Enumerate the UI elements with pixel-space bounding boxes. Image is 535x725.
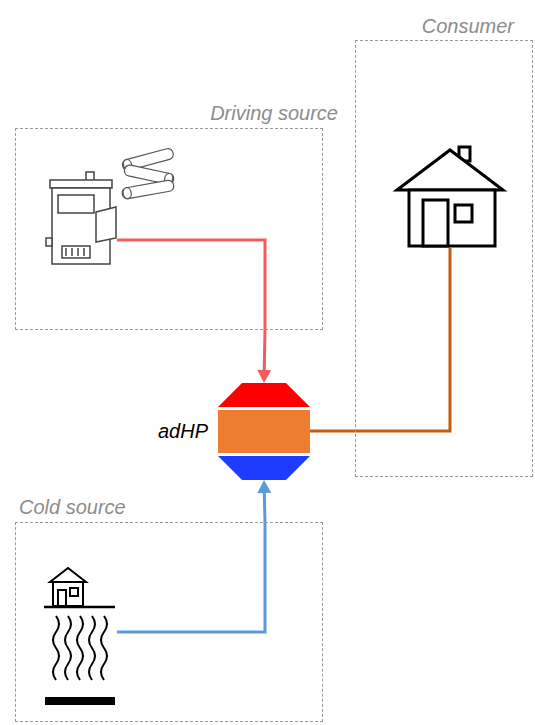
group-title: Consumer [422,14,514,38]
hot-band [218,383,310,407]
consumer-group-box: Consumer [355,40,533,477]
house-symbol [397,147,503,246]
heat-pump-shape [218,383,310,480]
boiler-symbol [46,172,116,264]
device-label: adHP [158,419,208,443]
cold-source-group-box: Cold source [15,522,323,722]
group-title: Driving source [210,101,338,125]
connector-line [263,490,267,522]
consumer-wire [355,248,450,431]
middle-band [218,410,310,453]
ground-bar [45,697,115,705]
arrow-head [257,480,271,493]
connector [310,431,355,432]
connector [257,480,271,522]
hot-wire [117,240,265,330]
ground-house-symbol [44,568,115,607]
heat-pump-symbol: adHP [218,383,310,480]
arrow-head [257,370,271,383]
heat-waves-symbol [53,616,107,680]
firewood-symbol [121,147,174,199]
cold-wire [117,522,265,632]
driving-source-group-box: Driving source [15,128,323,330]
connector [257,330,271,383]
group-title: Cold source [19,495,126,519]
cold-band [218,456,310,480]
connector-line [310,430,355,433]
connector-line [263,330,267,373]
